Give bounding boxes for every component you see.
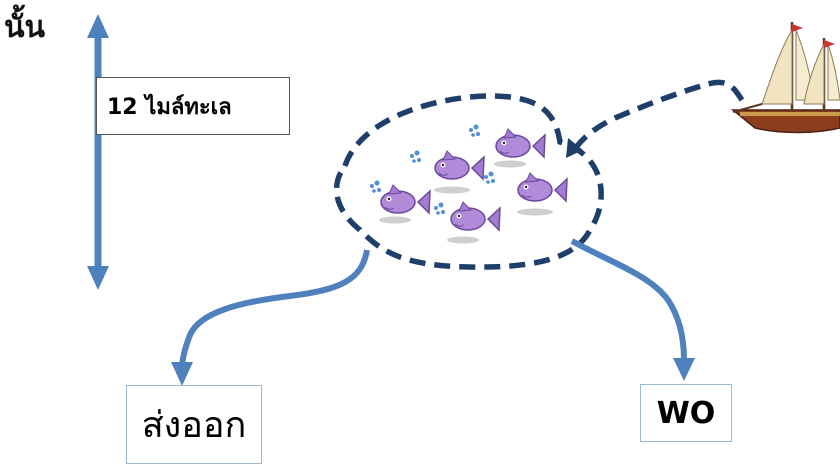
ship-to-school-arrow: [571, 79, 745, 152]
ship-icon: [730, 22, 840, 134]
wo-arrowhead: [673, 358, 695, 381]
wo-arrow: [570, 238, 687, 361]
distance-label-box: 12 ไมล์ทะเล: [96, 77, 290, 135]
top-label: นั้น: [4, 10, 46, 45]
distance-double-arrow: [87, 14, 109, 290]
export-label-box: ส่งออก: [126, 385, 262, 464]
fish-school-icon: [370, 124, 568, 244]
export-arrow: [179, 249, 370, 369]
distance-label: 12 ไมล์ทะเล: [107, 94, 232, 120]
wo-label-box: WO: [640, 384, 732, 442]
ship-to-school-arrowhead: [566, 138, 583, 158]
export-arrowhead: [171, 362, 193, 386]
fish-school-outline: [333, 93, 604, 270]
export-label: ส่งออก: [141, 405, 247, 446]
wo-label: WO: [656, 395, 716, 431]
